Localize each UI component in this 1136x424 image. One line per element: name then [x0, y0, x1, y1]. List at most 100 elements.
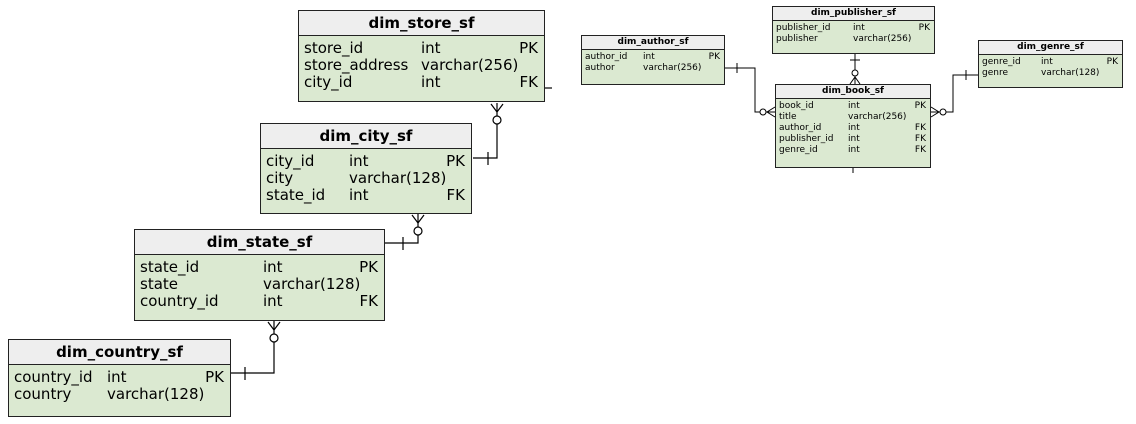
table-row: state_id int PK: [135, 259, 384, 276]
table-row: country varchar(128): [9, 386, 230, 403]
table-row: store_address varchar(256): [299, 57, 544, 74]
table-row: city_id int FK: [299, 74, 544, 91]
column-name: publisher: [776, 34, 818, 44]
column-type: varchar(128): [107, 385, 205, 403]
crows-foot-many: [411, 214, 425, 224]
crows-foot-many: [930, 106, 940, 118]
column-key: FK: [519, 73, 538, 91]
relationship-author-book: [725, 67, 775, 113]
crow-optional-circle: [759, 108, 767, 116]
column-name: state: [140, 275, 178, 293]
table-row: city varchar(128): [261, 170, 471, 187]
crows-foot-many: [849, 76, 861, 85]
column-name: author: [585, 63, 615, 73]
table-dim-author-sf[interactable]: dim_author_sf author_id int PK author va…: [581, 35, 725, 85]
column-type: varchar(256): [643, 63, 702, 73]
column-name: country: [14, 385, 72, 403]
table-row: publisher_id int PK: [773, 23, 934, 34]
column-type: int: [853, 23, 865, 33]
table-dim-genre-sf[interactable]: dim_genre_sf genre_id int PK genre varch…: [978, 40, 1123, 88]
table-row: country_id int FK: [135, 293, 384, 310]
table-row: store_id int PK: [299, 40, 544, 57]
crows-foot-many: [490, 103, 504, 113]
relationship-state-country: [231, 321, 275, 374]
column-name: city_id: [266, 152, 315, 170]
crow-optional-circle: [269, 333, 279, 343]
column-name: store_address: [304, 56, 409, 74]
table-row: title varchar(256): [776, 112, 930, 123]
column-type: varchar(128): [1041, 68, 1100, 78]
column-key: FK: [914, 145, 926, 155]
column-key: FK: [914, 123, 926, 133]
column-name: genre_id: [982, 57, 1021, 67]
column-name: country_id: [14, 368, 93, 386]
column-key: PK: [1106, 57, 1118, 67]
table-dim-city-sf[interactable]: dim_city_sf city_id int PK city varchar(…: [260, 123, 472, 214]
column-key: FK: [914, 134, 926, 144]
column-type: varchar(128): [263, 275, 361, 293]
table-row: city_id int PK: [261, 153, 471, 170]
crows-foot-many: [766, 106, 776, 118]
column-type: int: [848, 145, 860, 155]
table-title: dim_book_sf: [776, 85, 930, 99]
table-title: dim_author_sf: [582, 36, 724, 50]
column-name: state_id: [140, 258, 200, 276]
relationship-store-city: [473, 103, 498, 159]
table-row: country_id int PK: [9, 369, 230, 386]
column-name: state_id: [266, 186, 326, 204]
column-type: int: [848, 101, 860, 111]
column-name: author_id: [585, 52, 628, 62]
table-row: state varchar(128): [135, 276, 384, 293]
crows-foot-many: [267, 321, 281, 331]
column-name: genre_id: [779, 145, 818, 155]
column-type: int: [848, 134, 860, 144]
table-dim-store-sf[interactable]: dim_store_sf store_id int PK store_addre…: [298, 10, 545, 102]
table-row: genre_id int PK: [979, 57, 1122, 68]
table-title: dim_state_sf: [135, 230, 384, 255]
crow-optional-circle: [492, 115, 502, 125]
column-key: PK: [205, 368, 224, 386]
table-title: dim_city_sf: [261, 124, 471, 149]
column-name: title: [779, 112, 797, 122]
column-type: int: [107, 368, 127, 386]
column-name: publisher_id: [776, 23, 831, 33]
column-type: int: [421, 73, 441, 91]
column-type: int: [421, 39, 441, 57]
column-type: varchar(256): [421, 56, 519, 74]
column-type: int: [263, 258, 283, 276]
crow-optional-circle: [413, 226, 423, 236]
table-row: author_id int FK: [776, 123, 930, 134]
table-dim-publisher-sf[interactable]: dim_publisher_sf publisher_id int PK pub…: [772, 6, 935, 54]
column-type: int: [643, 52, 655, 62]
column-key: PK: [446, 152, 465, 170]
column-key: PK: [519, 39, 538, 57]
table-row: author_id int PK: [582, 52, 724, 63]
column-type: varchar(256): [853, 34, 912, 44]
table-dim-state-sf[interactable]: dim_state_sf state_id int PK state varch…: [134, 229, 385, 321]
table-row: publisher_id int FK: [776, 134, 930, 145]
column-type: int: [1041, 57, 1053, 67]
column-name: city: [266, 169, 294, 187]
column-type: int: [349, 186, 369, 204]
relationship-genre-book: [931, 74, 978, 113]
column-name: author_id: [779, 123, 822, 133]
column-key: PK: [914, 101, 926, 111]
table-dim-country-sf[interactable]: dim_country_sf country_id int PK country…: [8, 339, 231, 417]
column-key: PK: [708, 52, 720, 62]
column-name: book_id: [779, 101, 814, 111]
table-title: dim_store_sf: [299, 11, 544, 36]
table-row: state_id int FK: [261, 187, 471, 204]
column-key: PK: [918, 23, 930, 33]
column-name: publisher_id: [779, 134, 834, 144]
column-type: int: [848, 123, 860, 133]
crow-optional-circle: [851, 69, 859, 77]
table-title: dim_publisher_sf: [773, 7, 934, 21]
table-dim-book-sf[interactable]: dim_book_sf book_id int PK title varchar…: [775, 84, 931, 168]
column-key: PK: [359, 258, 378, 276]
table-row: author varchar(256): [582, 63, 724, 74]
table-title: dim_genre_sf: [979, 41, 1122, 55]
relationship-city-state: [385, 214, 419, 244]
table-row: publisher varchar(256): [773, 34, 934, 45]
column-type: varchar(256): [848, 112, 907, 122]
